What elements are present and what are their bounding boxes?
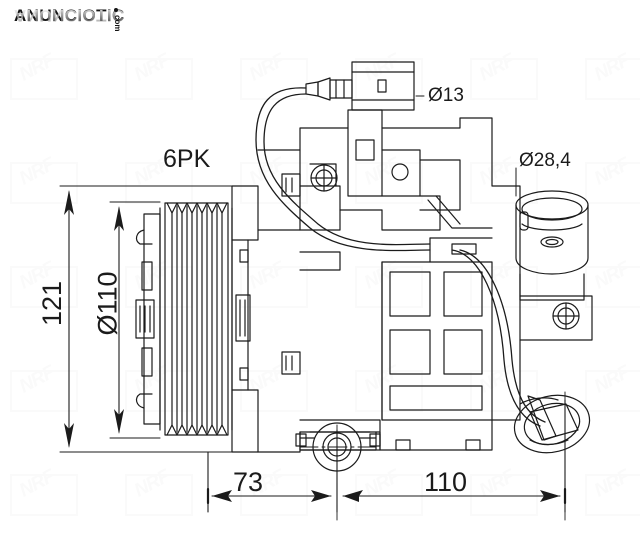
lower-front-mount-foot bbox=[299, 422, 377, 472]
dimension-label-height: 121 bbox=[37, 280, 68, 327]
dimension-label-length-front: 73 bbox=[233, 467, 264, 497]
dimension-label-port-large: Ø28,4 bbox=[519, 150, 571, 171]
rear-mounting-boss bbox=[519, 295, 593, 341]
site-logo-reflection: ANUNCIOTIC bbox=[14, 6, 125, 25]
wire-harness bbox=[255, 87, 546, 427]
site-logo-tld: com bbox=[113, 15, 122, 32]
port-fitting-large bbox=[515, 190, 589, 301]
site-logo-text: ANUNCIOTIC bbox=[14, 6, 125, 25]
dimension-arrowheads bbox=[64, 190, 560, 502]
dimension-label-belt-profile: 6PK bbox=[163, 145, 211, 173]
compressor-body bbox=[257, 109, 521, 453]
pulley-assembly bbox=[135, 202, 233, 436]
leader-lines bbox=[415, 95, 517, 197]
dimension-label-port-small: Ø13 bbox=[428, 85, 464, 106]
front-housing bbox=[231, 185, 259, 453]
electrical-connector bbox=[305, 61, 415, 111]
site-logo: ANUNCIOTIC ANUNCIOTIC com bbox=[14, 6, 125, 42]
lower-rear-mount-eye bbox=[513, 394, 591, 454]
fasteners bbox=[295, 433, 481, 451]
site-logo-dot bbox=[114, 8, 118, 12]
dimension-label-length-rear: 110 bbox=[424, 467, 468, 497]
dimension-lines bbox=[59, 185, 566, 513]
dimension-label-pulley-diameter: Ø110 bbox=[92, 271, 123, 336]
